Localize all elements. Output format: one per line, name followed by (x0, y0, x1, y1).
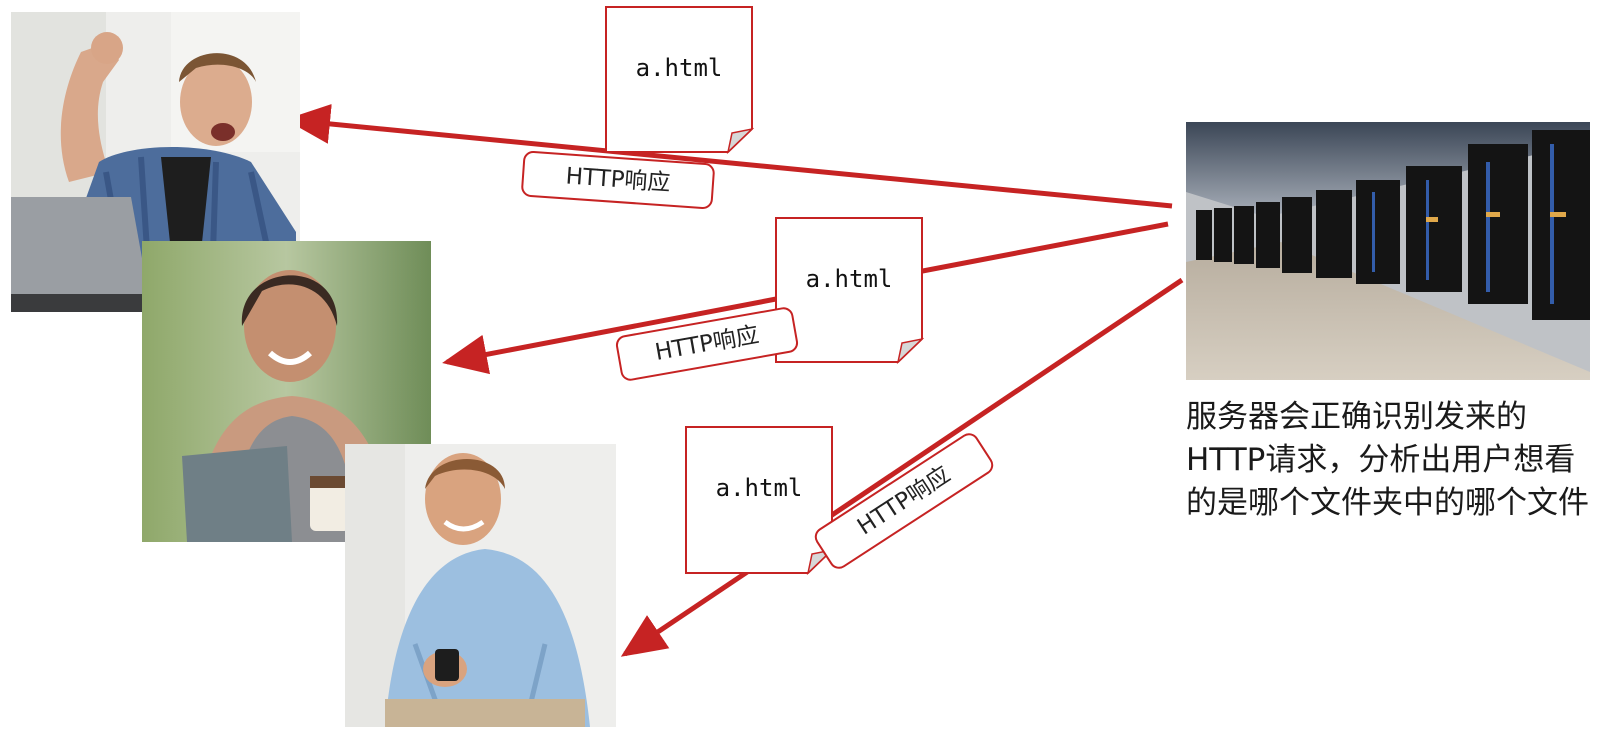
http-response-tag-3: HTTP响应 (810, 429, 998, 573)
html-document-icon-1: a.html (604, 5, 754, 154)
document-filename: a.html (715, 474, 803, 502)
http-response-tag-2: HTTP响应 (614, 305, 800, 383)
document-filename: a.html (635, 54, 723, 82)
html-document-icon-2: a.html (774, 216, 924, 364)
woman-with-tablet-photo (142, 241, 431, 542)
html-document-icon-3: a.html (684, 425, 834, 575)
man-with-phone-photo (345, 444, 616, 727)
server-caption: 服务器会正确识别发来的HTTP请求，分析出用户想看的是哪个文件夹中的哪个文件 (1186, 399, 1589, 521)
document-filename: a.html (805, 265, 893, 293)
data-center-server-racks-photo (1186, 122, 1590, 380)
http-response-tag-1: HTTP响应 (520, 150, 716, 210)
